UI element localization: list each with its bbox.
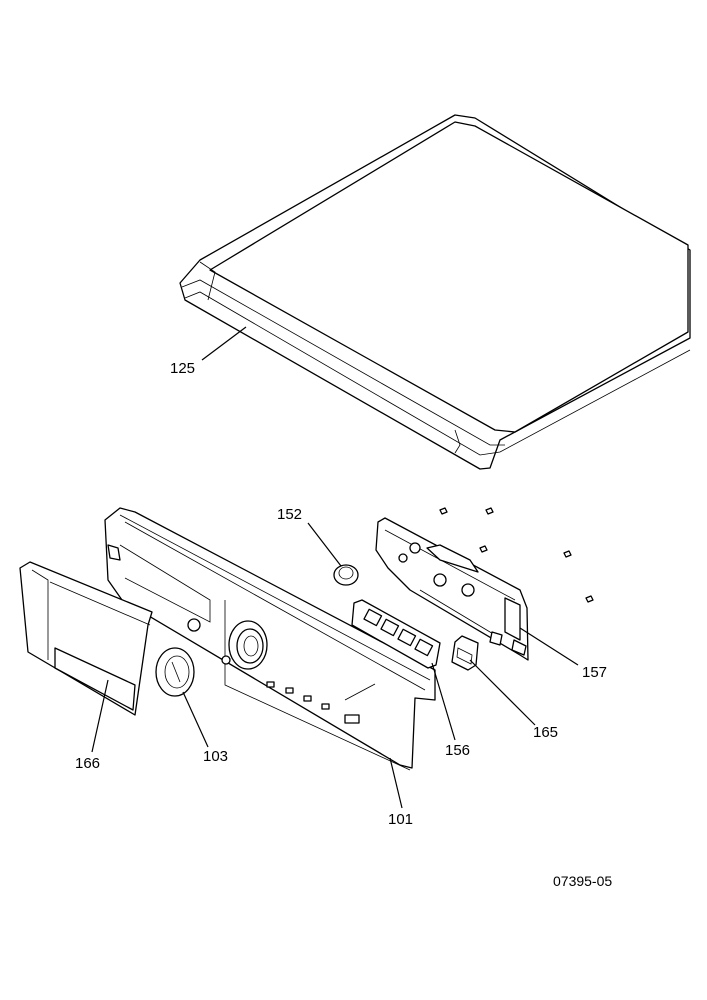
top-panel — [179, 114, 691, 470]
dispenser-drawer — [19, 561, 153, 716]
control-board — [375, 507, 594, 661]
knob-insert — [333, 564, 359, 586]
callout-103: 103 — [203, 748, 229, 765]
control-panel-fascia — [104, 507, 436, 771]
callout-165: 165 — [533, 724, 559, 741]
button-set — [351, 599, 441, 669]
callout-157: 157 — [582, 664, 608, 681]
leader-lines — [91, 326, 579, 809]
callout-166: 166 — [75, 755, 101, 772]
program-knob — [155, 647, 195, 697]
callout-152: 152 — [277, 506, 303, 523]
callout-101: 101 — [388, 811, 414, 828]
drawing-number: 07395-05 — [553, 873, 613, 889]
callout-156: 156 — [445, 742, 471, 759]
callout-125: 125 — [170, 360, 196, 377]
